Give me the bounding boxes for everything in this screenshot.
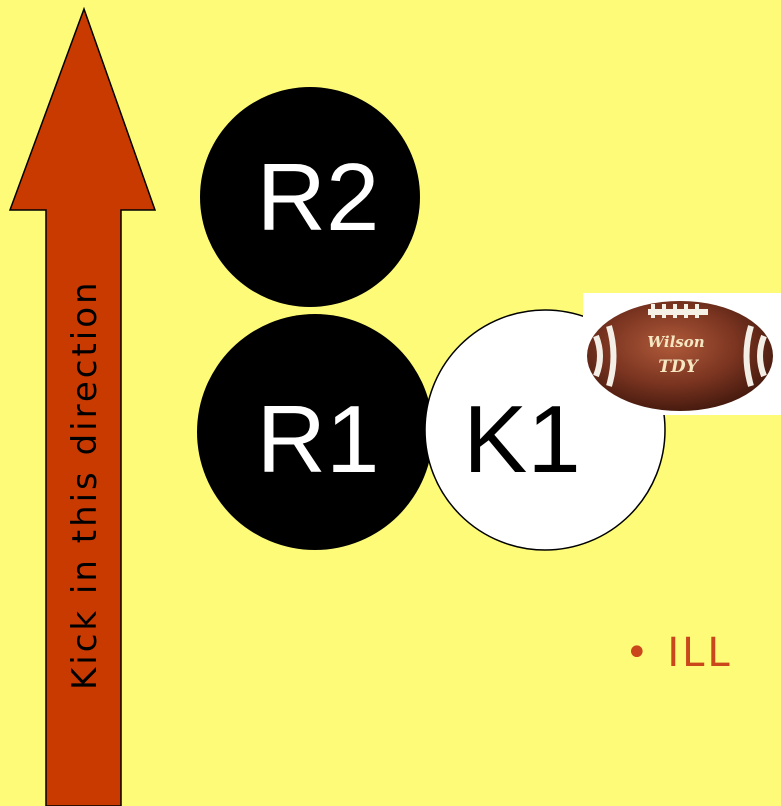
football-brand-text: Wilson bbox=[647, 333, 704, 351]
bullet-marker: • bbox=[625, 630, 652, 676]
bullet-item: • ILL bbox=[625, 630, 733, 676]
player-r2-circle bbox=[200, 87, 420, 307]
kick-direction-arrow bbox=[8, 6, 157, 806]
player-k1-label: K1 bbox=[463, 386, 580, 493]
bullet-text: ILL bbox=[667, 630, 733, 676]
kick-direction-label: Kick in this direction bbox=[65, 279, 105, 690]
football-image: Wilson TDY bbox=[583, 293, 781, 415]
player-r1-circle bbox=[197, 314, 433, 550]
football-model-text: TDY bbox=[658, 357, 699, 377]
player-r2-label: R2 bbox=[257, 144, 380, 251]
player-r1-label: R1 bbox=[257, 386, 380, 493]
